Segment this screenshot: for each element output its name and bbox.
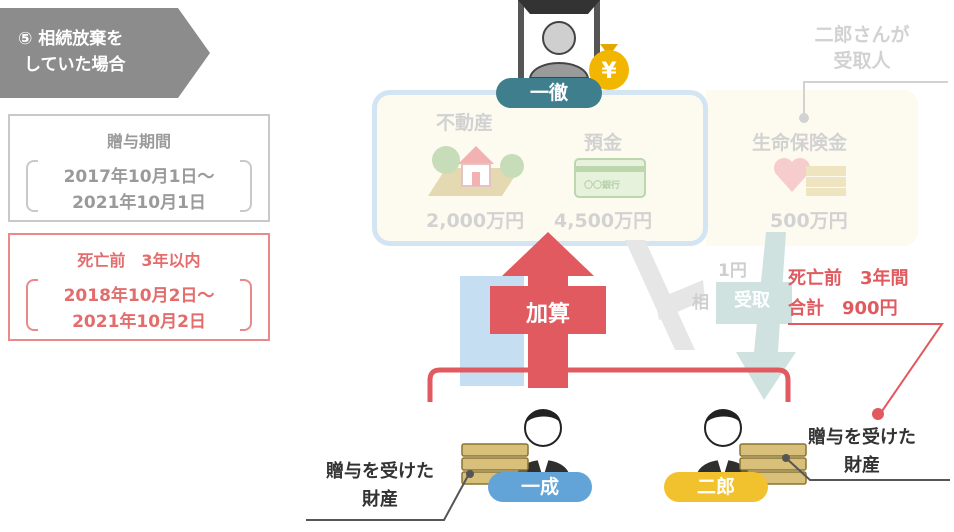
- summary: 死亡前 3年間 合計 900円: [788, 264, 909, 324]
- real-estate-label: 不動産: [436, 112, 494, 134]
- add-label: 加算: [525, 302, 570, 327]
- bank-card-text: 〇〇銀行: [584, 181, 621, 191]
- caption-line-1: 二郎さんが: [814, 24, 910, 46]
- receive-arrow: [716, 232, 796, 400]
- summary-leader-line: [788, 323, 944, 420]
- money-bag-icon: ¥: [589, 44, 629, 90]
- caption-leader-line: [799, 81, 948, 123]
- heir-2-gift-line-1: 贈与を受けた: [808, 427, 916, 448]
- insurance-label: 生命保険金: [752, 132, 848, 154]
- heir-2-leader-line: [782, 454, 950, 481]
- faded-cross: [625, 240, 705, 350]
- deceased-name-badge: 一徹: [496, 78, 602, 108]
- banner-line-2: していた場合: [24, 55, 126, 75]
- heir-1-gift-line-1: 贈与を受けた: [326, 461, 434, 482]
- heir-1-leader-line: [306, 470, 474, 521]
- heir-1-gift-line-2: 財産: [362, 489, 398, 510]
- house-icon: [428, 146, 524, 196]
- before-death-box: 死亡前 3年以内 2018年10月2日〜 2021年10月2日: [8, 233, 270, 341]
- summary-line-1: 死亡前 3年間: [788, 268, 909, 289]
- gift-period-box: 贈与期間 2017年10月1日〜 2021年10月1日: [8, 114, 270, 222]
- faded-label-1: 1円: [718, 261, 747, 281]
- bank-card-icon: [574, 158, 646, 198]
- heir-2-name-badge: 二郎: [664, 472, 768, 502]
- bracket-left: [26, 160, 38, 212]
- heart-money-icon: [774, 158, 846, 196]
- step-banner: [0, 8, 210, 98]
- svg-text:¥: ¥: [601, 59, 617, 84]
- faded-label-2: 相: [692, 293, 709, 313]
- bracket-left: [26, 279, 38, 331]
- add-arrow: [490, 232, 606, 388]
- heir-1-money-icon: [461, 443, 529, 485]
- bracket-right: [240, 160, 252, 212]
- before-death-from: 2018年10月2日〜: [63, 286, 215, 306]
- heir-2-gift-line-2: 財産: [844, 455, 880, 476]
- bracket-right: [240, 279, 252, 331]
- insurance-caption: 二郎さんが 受取人: [792, 22, 932, 74]
- banner-line-1: ⑤ 相続放棄を: [18, 29, 124, 49]
- summary-line-2: 合計 900円: [788, 298, 898, 319]
- deposit-label: 預金: [584, 132, 623, 154]
- deposit-value: 4,500万円: [554, 210, 653, 232]
- deceased-portrait-icon: [518, 0, 600, 80]
- heirs-bracket: [427, 367, 791, 402]
- gift-period-title: 贈与期間: [106, 132, 171, 151]
- before-death-to: 2021年10月2日: [72, 312, 206, 332]
- insurance-value: 500万円: [770, 210, 848, 232]
- real-estate-value: 2,000万円: [426, 210, 525, 232]
- gift-period-from: 2017年10月1日〜: [63, 167, 215, 187]
- caption-line-2: 受取人: [833, 50, 891, 72]
- estate-panel: [372, 90, 708, 246]
- receive-label: 受取: [734, 290, 770, 311]
- step-banner-text: ⑤ 相続放棄を していた場合: [18, 26, 178, 78]
- gift-period-to: 2021年10月1日: [72, 193, 206, 213]
- heir-1-name-badge: 一成: [488, 472, 592, 502]
- heir-1-gift-label: 贈与を受けた 財産: [300, 458, 460, 514]
- heir-2-gift-label: 贈与を受けた 財産: [780, 424, 944, 480]
- before-death-title: 死亡前 3年以内: [77, 251, 201, 270]
